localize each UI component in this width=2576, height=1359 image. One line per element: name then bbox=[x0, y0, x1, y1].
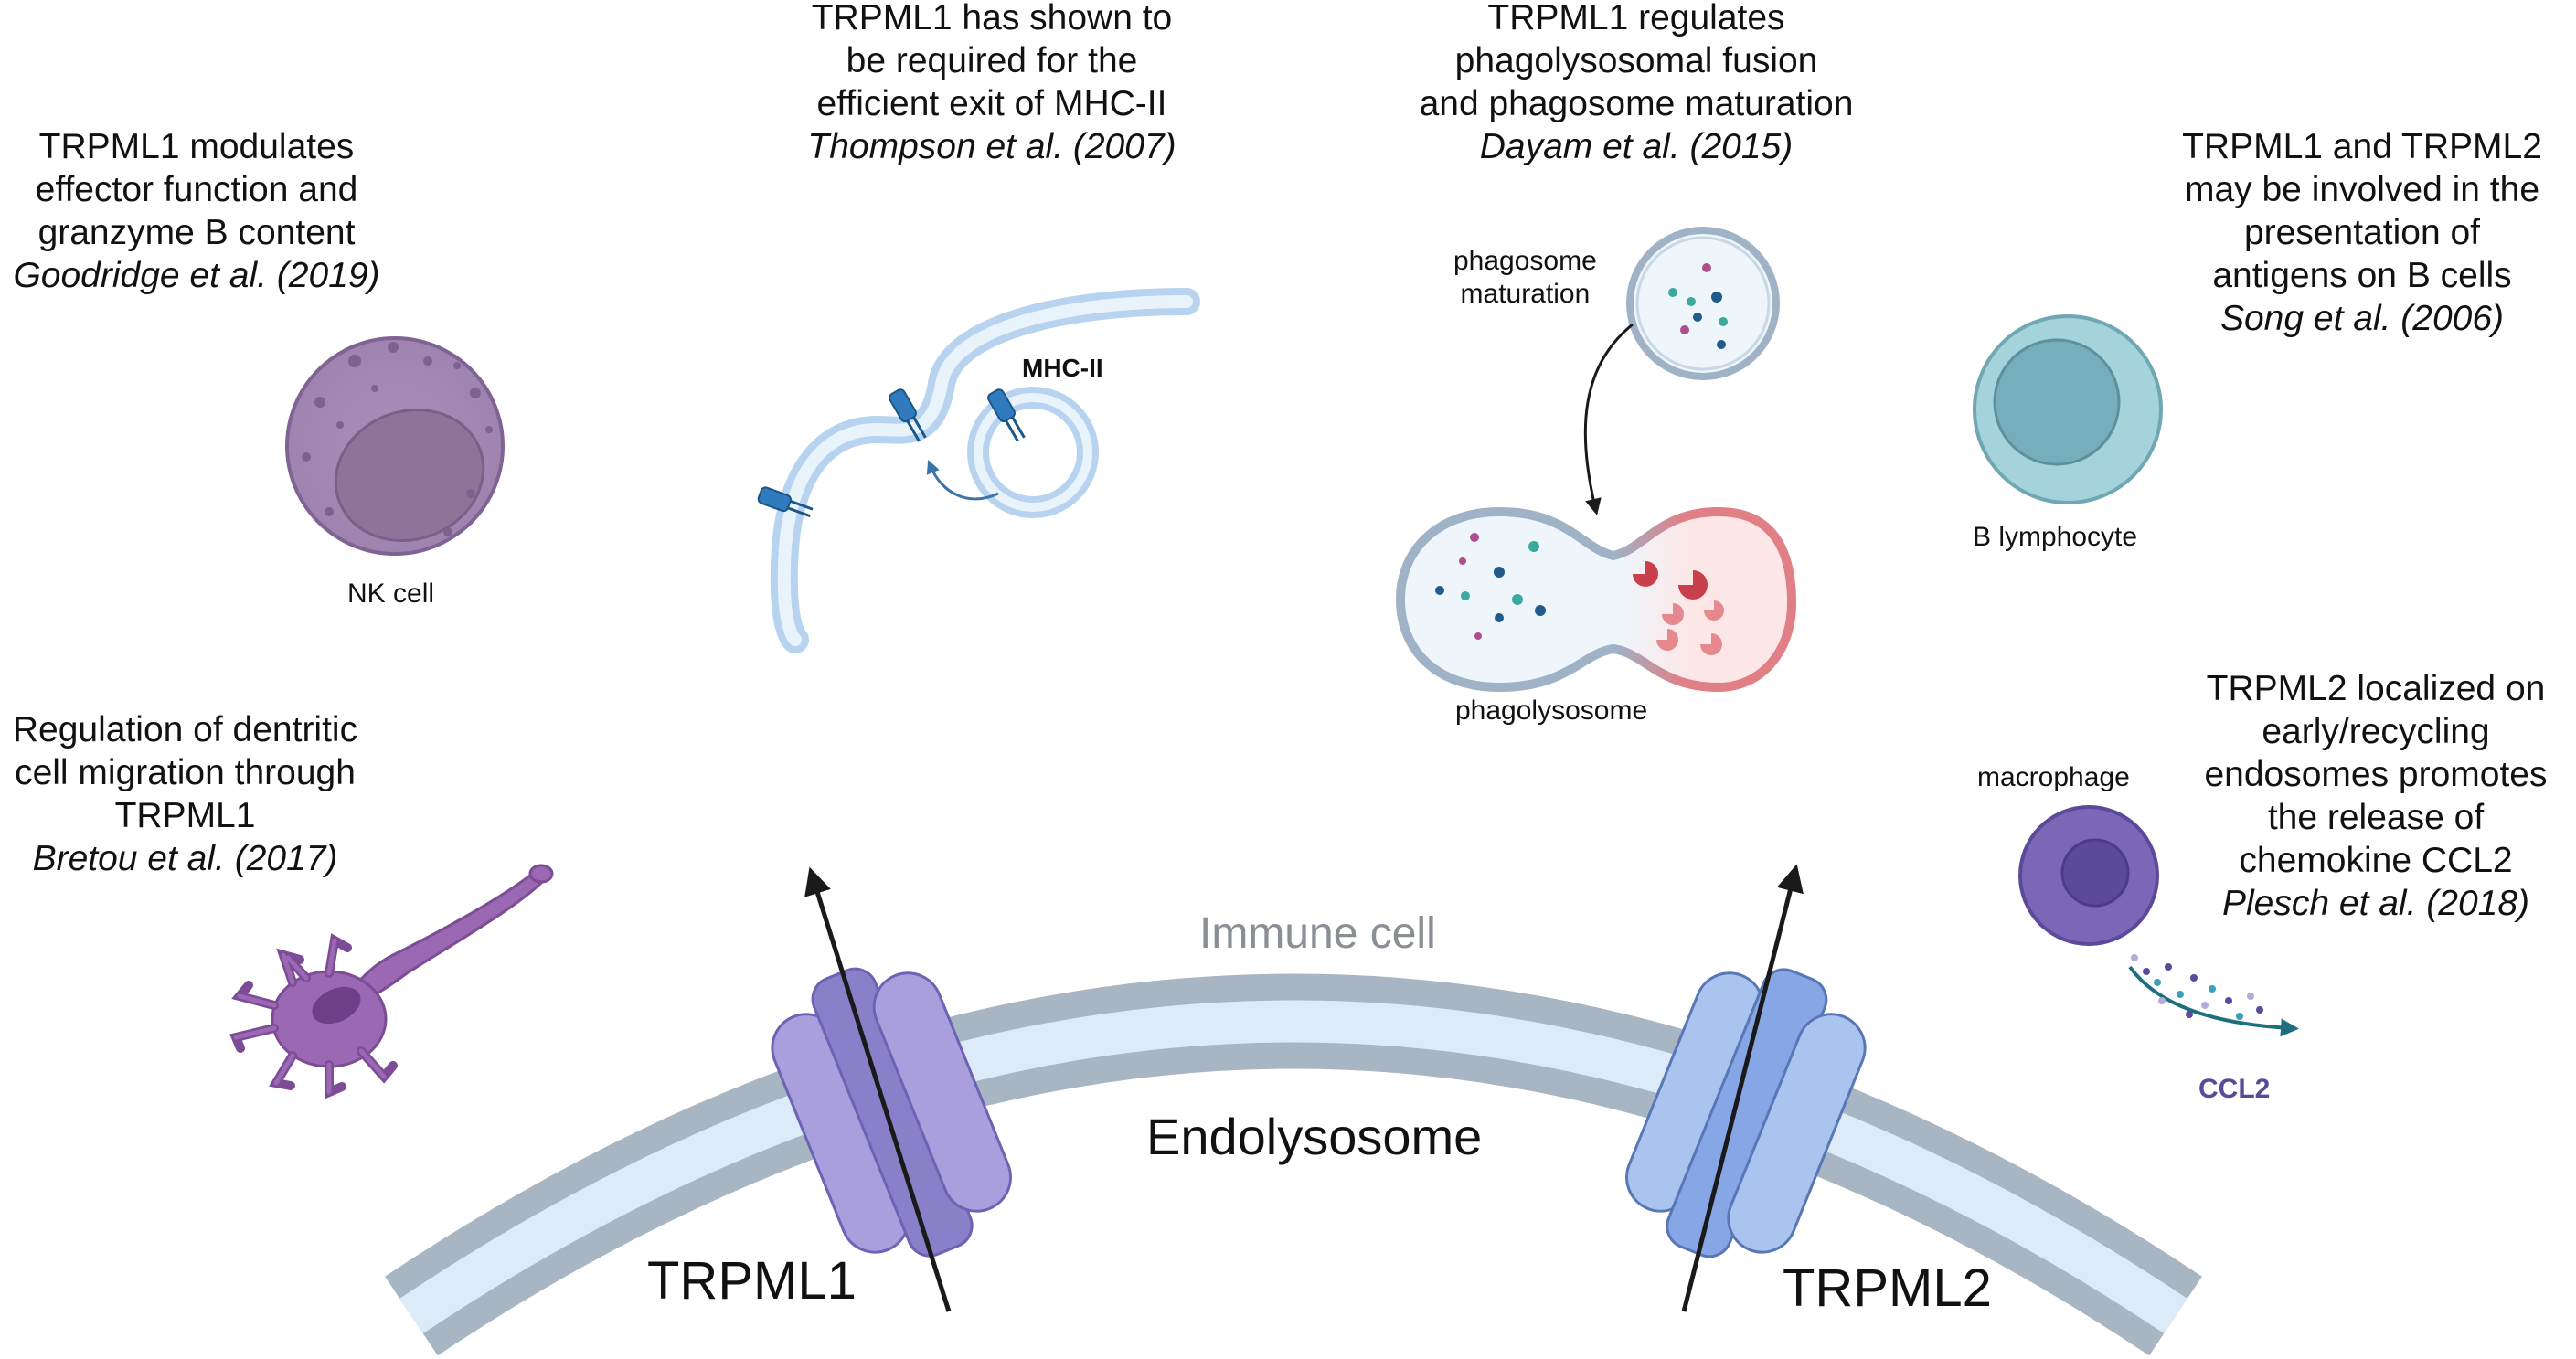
ccl2-annotation-line-5: chemokine CCL2 bbox=[2239, 841, 2513, 880]
mhc-annotation-line-1: TRPML1 has shown to bbox=[811, 0, 1173, 37]
phago-annotation-line-1: TRPML1 regulates bbox=[1487, 0, 1785, 37]
macrophage-icon bbox=[2018, 805, 2159, 946]
phagosome-icon bbox=[1626, 227, 1780, 380]
phagolysosome-icon bbox=[1395, 506, 1797, 693]
mhc-ii-label: MHC-II bbox=[1022, 354, 1103, 382]
phagosome-maturation-label-line-2: maturation bbox=[1460, 279, 1591, 309]
mhc-citation: Thompson et al. (2007) bbox=[807, 127, 1176, 166]
bcell-annotation: TRPML1 and TRPML2 may be involved in the… bbox=[2148, 125, 2576, 340]
nk-annotation: TRPML1 modulates effector function and g… bbox=[0, 125, 393, 297]
bcell-annotation-line-2: may be involved in the bbox=[2184, 170, 2540, 209]
nk-cell-label: NK cell bbox=[347, 579, 435, 609]
nk-annotation-line-2: effector function and bbox=[35, 170, 358, 209]
phago-annotation-line-3: and phagosome maturation bbox=[1419, 84, 1854, 123]
nk-citation: Goodridge et al. (2019) bbox=[13, 256, 380, 295]
b-lymphocyte-icon bbox=[1973, 314, 2163, 504]
mhc-exit-arrow bbox=[926, 460, 999, 501]
mhc-membrane bbox=[770, 288, 1200, 653]
maturation-arrow bbox=[1583, 323, 1634, 515]
phagosome-maturation-label-line-1: phagosome bbox=[1453, 246, 1597, 276]
phago-annotation-line-2: phagolysosomal fusion bbox=[1454, 41, 1818, 80]
ccl2-release bbox=[2128, 954, 2299, 1037]
dc-annotation-line-2: cell migration through bbox=[15, 753, 356, 792]
immune-cell-label: Immune cell bbox=[1199, 909, 1436, 958]
phagolysosome-label: phagolysosome bbox=[1455, 695, 1648, 726]
dendritic-cell-icon bbox=[229, 864, 554, 1099]
endolysosome-label: Endolysosome bbox=[1146, 1108, 1483, 1165]
ccl2-annotation-line-1: TRPML2 localized on bbox=[2206, 669, 2546, 708]
ccl2-citation: Plesch et al. (2018) bbox=[2221, 884, 2529, 923]
dc-annotation: Regulation of dentritic cell migration t… bbox=[0, 708, 370, 880]
dc-annotation-line-1: Regulation of dentritic bbox=[12, 710, 358, 749]
bcell-annotation-line-4: antigens on B cells bbox=[2212, 256, 2512, 295]
mhc-annotation-line-2: be required for the bbox=[846, 41, 1138, 80]
phago-citation: Dayam et al. (2015) bbox=[1479, 127, 1794, 166]
trpml2-flux-arrow bbox=[1681, 864, 1804, 1312]
ccl2-annotation-line-3: endosomes promotes bbox=[2204, 755, 2548, 794]
ccl2-annotation: TRPML2 localized on early/recycling endo… bbox=[2176, 667, 2576, 925]
mhc-annotation-line-3: efficient exit of MHC-II bbox=[816, 84, 1167, 123]
ccl2-label: CCL2 bbox=[2198, 1074, 2271, 1104]
ccl2-annotation-line-4: the release of bbox=[2267, 798, 2485, 837]
bcell-annotation-line-3: presentation of bbox=[2243, 213, 2480, 252]
phago-annotation: TRPML1 regulates phagolysosomal fusion a… bbox=[1399, 0, 1874, 168]
nk-annotation-line-1: TRPML1 modulates bbox=[38, 127, 355, 166]
mhc-ii-receptor-icon bbox=[757, 388, 1026, 518]
mhc-annotation: TRPML1 has shown to be required for the … bbox=[782, 0, 1202, 168]
nk-annotation-line-3: granzyme B content bbox=[37, 213, 356, 252]
trpml2-label: TRPML2 bbox=[1783, 1258, 1992, 1318]
endolysosome-membrane bbox=[385, 973, 2202, 1356]
bcell-annotation-line-1: TRPML1 and TRPML2 bbox=[2182, 127, 2542, 166]
mhc-vesicle bbox=[967, 387, 1099, 518]
bcell-citation: Song et al. (2006) bbox=[2219, 299, 2505, 338]
b-lymphocyte-label: B lymphocyte bbox=[1973, 522, 2138, 552]
ccl2-annotation-line-2: early/recycling bbox=[2262, 712, 2490, 751]
dc-annotation-line-3: TRPML1 bbox=[114, 796, 256, 835]
trpml1-channel bbox=[771, 866, 1012, 1312]
nk-cell-icon bbox=[285, 336, 505, 556]
macrophage-label: macrophage bbox=[1977, 762, 2130, 792]
trpml1-flux-arrow bbox=[804, 866, 952, 1312]
trpml1-label: TRPML1 bbox=[647, 1251, 857, 1311]
trpml2-channel bbox=[1625, 864, 1867, 1312]
phagosome-maturation-label: phagosome maturation bbox=[1453, 245, 1597, 311]
dc-citation: Bretou et al. (2017) bbox=[32, 839, 338, 878]
